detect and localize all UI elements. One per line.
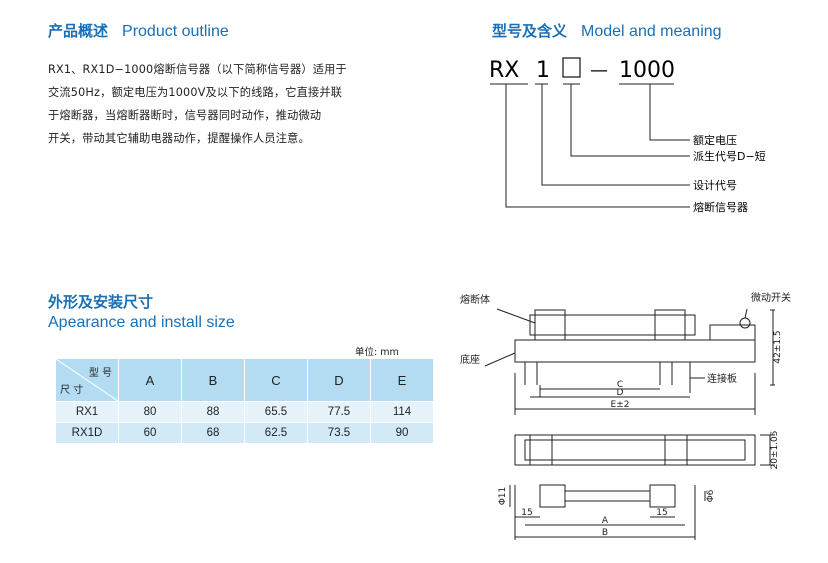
size-title-en: Apearance and install size <box>48 314 235 331</box>
base-outline <box>514 339 756 363</box>
dim-c: C <box>617 380 623 390</box>
value-cell: 90 <box>370 422 434 444</box>
label-design-code: 设计代号 <box>693 179 737 192</box>
code-1: 1 <box>536 58 550 83</box>
table-row: RX1D 60 68 62.5 73.5 90 <box>55 422 434 444</box>
top-view <box>514 434 775 466</box>
corner-model-label: 型 号 <box>88 368 112 379</box>
model-title-cn: 型号及含义 <box>492 22 568 40</box>
leader-fuse-body <box>496 308 536 324</box>
dim-a: A <box>602 516 609 526</box>
outline-title-en: Product outline <box>122 23 229 40</box>
model-leader-lines <box>490 83 690 208</box>
label-rated-voltage: 额定电压 <box>693 133 737 147</box>
corner-size-label: 尺 寸 <box>60 385 84 396</box>
top-base-outline <box>514 434 756 466</box>
column-header: A <box>118 358 182 402</box>
dim-b: B <box>602 528 608 538</box>
value-cell: 62.5 <box>244 422 308 444</box>
fuse-body-outline <box>529 314 696 336</box>
model-cell: RX1D <box>55 422 119 444</box>
link-cap-left <box>539 484 566 508</box>
model-code-diagram: RX 1 — 1000 额定电压 派生代号D−短 设计代号 熔断信号器 <box>489 57 766 214</box>
corner-diagonal <box>56 359 118 401</box>
model-cell: RX1 <box>55 401 119 423</box>
micro-switch-body <box>709 324 756 341</box>
outline-line: RX1、RX1D−1000熔断信号器（以下简称信号器）适用于 <box>48 63 347 76</box>
table-row: RX1 80 88 65.5 77.5 114 <box>55 401 434 423</box>
dim-width: 20±1.05 <box>770 430 780 469</box>
column-header: C <box>244 358 308 402</box>
fuse-link-view <box>509 484 706 540</box>
value-cell: 65.5 <box>244 401 308 423</box>
technical-drawing: 熔断体 微动开关 底座 连接板 C D E±2 42±1.5 20±1.05 Φ… <box>460 291 791 540</box>
dim-height: 42±1.5 <box>773 330 783 363</box>
dim-d: D <box>617 388 624 398</box>
value-cell: 114 <box>370 401 434 423</box>
value-cell: 73.5 <box>307 422 371 444</box>
label-derivative-code: 派生代号D−短 <box>693 149 766 163</box>
label-fuse-signaller: 熔断信号器 <box>693 200 748 214</box>
label-fuse-body: 熔断体 <box>460 293 490 306</box>
outline-heading: 产品概述 Product outline <box>48 20 229 41</box>
outline-title-cn: 产品概述 <box>48 22 109 40</box>
value-cell: 88 <box>181 401 245 423</box>
size-title-cn: 外形及安装尺寸 <box>48 293 154 311</box>
label-connector: 连接板 <box>707 372 737 385</box>
table-header-row: 型 号 尺 寸 A B C D E <box>55 358 434 402</box>
size-heading: 外形及安装尺寸 Apearance and install size <box>48 292 235 334</box>
column-header: D <box>307 358 371 402</box>
outline-description: RX1、RX1D−1000熔断信号器（以下简称信号器）适用于 交流50Hz，额定… <box>48 58 423 150</box>
column-header: B <box>181 358 245 402</box>
dim-15-left: 15 <box>521 508 532 518</box>
value-cell: 77.5 <box>307 401 371 423</box>
unit-label: 单位: mm <box>355 347 399 358</box>
table-corner-cell: 型 号 尺 寸 <box>55 358 119 402</box>
column-header: E <box>370 358 434 402</box>
value-cell: 68 <box>181 422 245 444</box>
outline-line: 于熔断器，当熔断器断时，信号器同时动作，推动微动 <box>48 109 322 122</box>
code-dash: — <box>590 60 608 81</box>
dim-e: E±2 <box>611 400 630 410</box>
code-rx: RX <box>489 58 519 83</box>
top-fuse-outline <box>524 439 746 461</box>
code-variant-box <box>562 57 581 78</box>
dim-phi11: Φ11 <box>498 487 508 506</box>
outline-line: 开关，带动其它辅助电器动作，提醒操作人员注意。 <box>48 132 310 145</box>
micro-switch-button <box>739 317 751 329</box>
dim-phi6: Φ6 <box>706 489 716 502</box>
label-base: 底座 <box>460 353 480 366</box>
top-cap-left <box>529 434 553 466</box>
leader-base <box>484 352 516 367</box>
dim-15-right: 15 <box>656 508 667 518</box>
value-cell: 60 <box>118 422 182 444</box>
code-1000: 1000 <box>619 58 675 83</box>
link-cap-right <box>649 484 676 508</box>
label-micro-switch: 微动开关 <box>751 291 791 304</box>
model-heading: 型号及含义 Model and meaning <box>492 20 722 41</box>
link-tube <box>564 490 651 502</box>
leader-micro-switch <box>744 308 748 319</box>
dimension-table: 型 号 尺 寸 A B C D E RX1 80 88 65.5 77.5 11… <box>55 358 434 444</box>
outline-line: 交流50Hz，额定电压为1000V及以下的线路，它直接并联 <box>48 86 343 99</box>
model-title-en: Model and meaning <box>581 23 722 40</box>
top-cap-right <box>664 434 688 466</box>
value-cell: 80 <box>118 401 182 423</box>
side-view <box>514 309 775 415</box>
